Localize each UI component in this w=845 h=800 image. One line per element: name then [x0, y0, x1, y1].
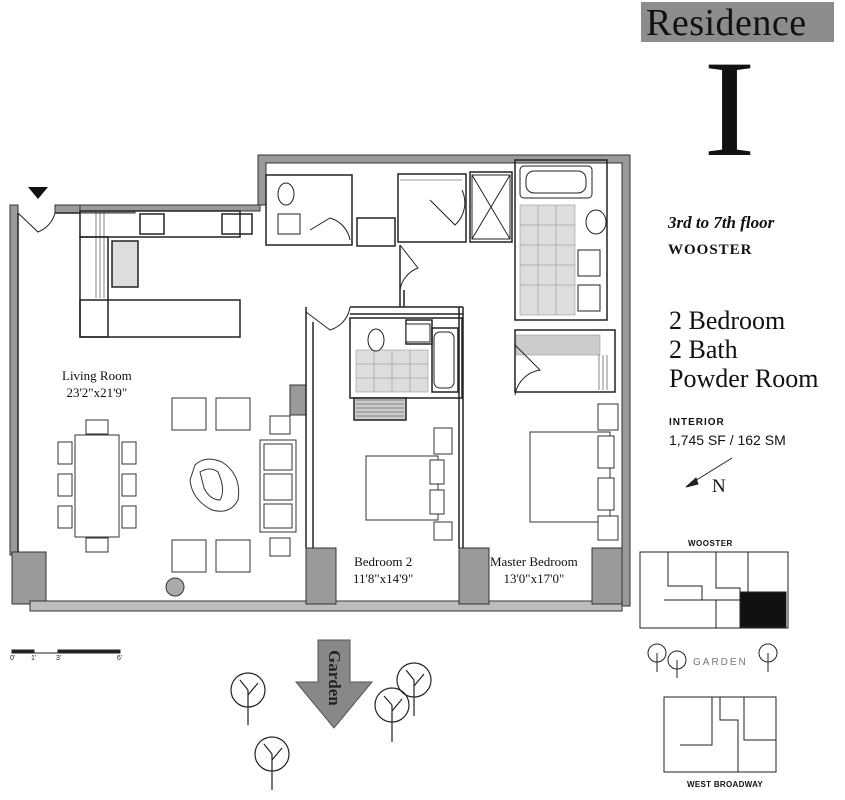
interior-area: 1,745 SF / 162 SM	[669, 432, 786, 448]
key-plan-mid-label: GARDEN	[693, 657, 748, 668]
room-master-dims: 13'0"x17'0"	[503, 571, 565, 586]
scale-tick-0: 0'	[10, 655, 16, 662]
key-plan-bottom-label: WEST BROADWAY	[687, 780, 764, 789]
scale-tick-6: 6'	[117, 655, 123, 662]
residence-number: I	[703, 32, 756, 185]
scale-bar	[11, 649, 121, 654]
room-living-dims: 23'2"x21'9"	[66, 385, 128, 400]
north-label: N	[712, 476, 726, 497]
scale-tick-1: 1'	[31, 655, 37, 662]
unit-config: 2 Bedroom 2 Bath Powder Room	[669, 306, 819, 393]
tile-grid	[356, 205, 575, 392]
title-background	[641, 2, 834, 42]
scale-tick-3: 3'	[56, 655, 62, 662]
closet-shelving	[95, 179, 608, 417]
room-living: Living Room 23'2"x21'9"	[62, 367, 132, 401]
key-tree-icons	[647, 643, 778, 678]
config-baths: 2 Bath	[669, 335, 738, 364]
room-bedroom2-name: Bedroom 2	[354, 554, 413, 569]
room-living-name: Living Room	[62, 368, 132, 383]
tree-icons	[230, 662, 432, 790]
room-bedroom2-dims: 11'8"x14'9"	[353, 571, 414, 586]
room-master: Master Bedroom 13'0"x17'0"	[490, 553, 578, 587]
residence-title: Residence	[646, 2, 807, 44]
key-plan-west-broadway	[663, 696, 777, 773]
entry-marker	[28, 187, 48, 199]
fixtures	[277, 165, 607, 389]
config-bedrooms: 2 Bedroom	[669, 306, 786, 335]
bedroom-furniture	[365, 403, 619, 541]
key-plan-wooster	[639, 551, 789, 629]
interior-label: INTERIOR	[669, 417, 725, 428]
garden-label: Garden	[325, 650, 344, 706]
north-arrow-icon	[685, 457, 733, 488]
room-master-name: Master Bedroom	[490, 554, 578, 569]
garden-arrow	[294, 639, 374, 729]
config-powder: Powder Room	[669, 364, 819, 393]
building-name: WOOSTER	[668, 242, 753, 258]
exterior-walls	[9, 154, 631, 612]
interior-walls	[17, 159, 616, 552]
floor-range: 3rd to 7th floor	[668, 213, 775, 232]
living-furniture	[57, 397, 297, 597]
room-bedroom2: Bedroom 2 11'8"x14'9"	[353, 553, 413, 587]
key-plan-top-label: WOOSTER	[688, 539, 733, 548]
